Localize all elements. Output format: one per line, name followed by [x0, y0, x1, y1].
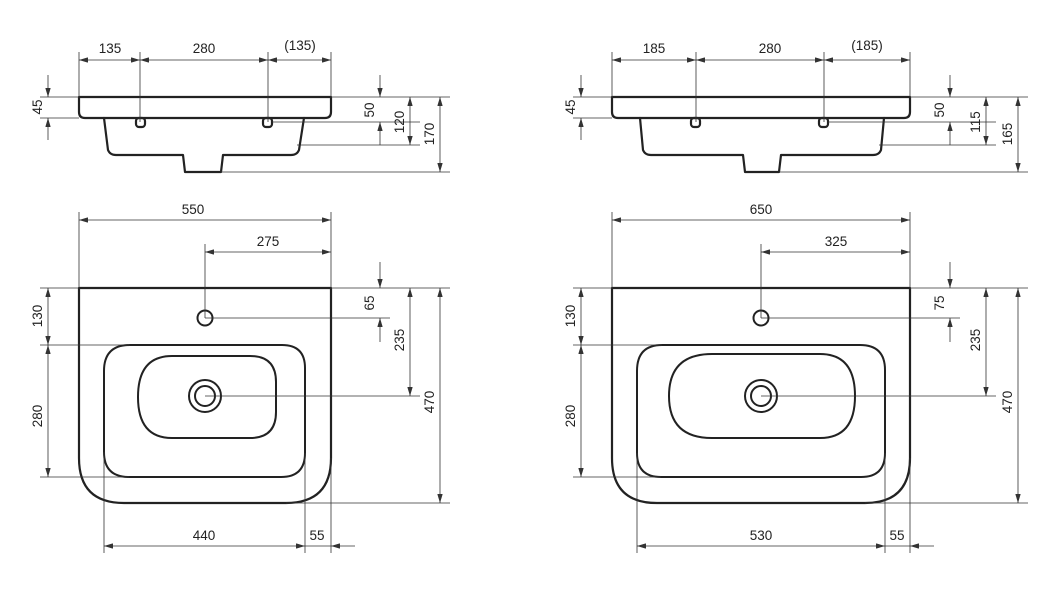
right-dim-tap-hole-depth: 75 [932, 295, 947, 310]
left-dim-total-height: 170 [422, 123, 437, 146]
right-dim-bowl-length: 280 [563, 405, 578, 428]
right-side-faucet-hole-1 [689, 116, 702, 129]
left-dim-bowl-length: 280 [30, 405, 45, 428]
left-dim-side-margin: 55 [309, 528, 324, 543]
left-side-view: 135 280 (135) 45 50 120 170 [30, 38, 450, 174]
right-dim-width: 650 [750, 202, 773, 217]
left-top-view: 550 275 65 235 470 130 280 440 55 [30, 202, 450, 553]
right-dim-faucet-offset-right: (185) [851, 38, 883, 53]
left-top-bowl-inner [136, 355, 277, 439]
right-top-outline [610, 286, 912, 505]
left-side-bowl [102, 116, 306, 174]
left-top-dimensions [40, 212, 450, 553]
right-dim-bowl-height: 115 [968, 111, 983, 133]
right-dim-faucet-spacing: 280 [759, 41, 782, 56]
right-dim-rim-height: 45 [563, 99, 578, 114]
left-dim-tap-hole-depth: 65 [362, 295, 377, 310]
right-top-bowl-outer [636, 344, 886, 478]
right-top-view: 650 325 75 235 470 130 280 530 55 [563, 202, 1028, 553]
left-dim-front-to-bowl: 130 [30, 305, 45, 328]
right-side-faucet-hole-2 [817, 116, 830, 129]
right-top-dimensions [573, 212, 1028, 553]
left-dim-overflow-height: 50 [362, 102, 377, 117]
right-dim-bowl-width: 530 [750, 528, 773, 543]
left-dim-tap-hole-offset: 275 [257, 234, 280, 249]
left-dim-faucet-spacing: 280 [193, 41, 216, 56]
left-side-dimensions [40, 52, 450, 173]
right-dim-total-depth: 470 [1000, 391, 1015, 414]
left-side-faucet-hole-1 [134, 116, 147, 129]
left-side-faucet-hole-2 [261, 116, 274, 129]
left-dim-faucet-offset-left: 135 [99, 41, 122, 56]
right-side-bowl [638, 116, 886, 174]
right-dim-total-height: 165 [1000, 123, 1015, 146]
right-side-rim [610, 95, 912, 120]
left-dim-drain-depth: 235 [392, 329, 407, 352]
right-dim-faucet-offset-left: 185 [643, 41, 666, 56]
right-side-view: 185 280 (185) 45 50 115 165 [563, 38, 1028, 174]
right-dim-side-margin: 55 [889, 528, 904, 543]
left-side-rim [77, 95, 333, 120]
left-dim-width: 550 [182, 202, 205, 217]
left-dim-bowl-height: 120 [392, 111, 407, 134]
right-dim-front-to-bowl: 130 [563, 305, 578, 328]
left-dim-bowl-width: 440 [193, 528, 216, 543]
right-side-dimensions [573, 52, 1028, 173]
left-dim-faucet-offset-right: (135) [284, 38, 316, 53]
right-top-bowl-inner [667, 353, 857, 439]
right-dim-drain-depth: 235 [968, 329, 983, 352]
left-dim-rim-height: 45 [30, 99, 45, 114]
left-dim-total-depth: 470 [422, 391, 437, 414]
left-top-bowl-outer [103, 344, 306, 478]
right-dim-tap-hole-offset: 325 [825, 234, 848, 249]
right-dim-overflow-height: 50 [932, 102, 947, 117]
left-top-outline [77, 286, 333, 505]
